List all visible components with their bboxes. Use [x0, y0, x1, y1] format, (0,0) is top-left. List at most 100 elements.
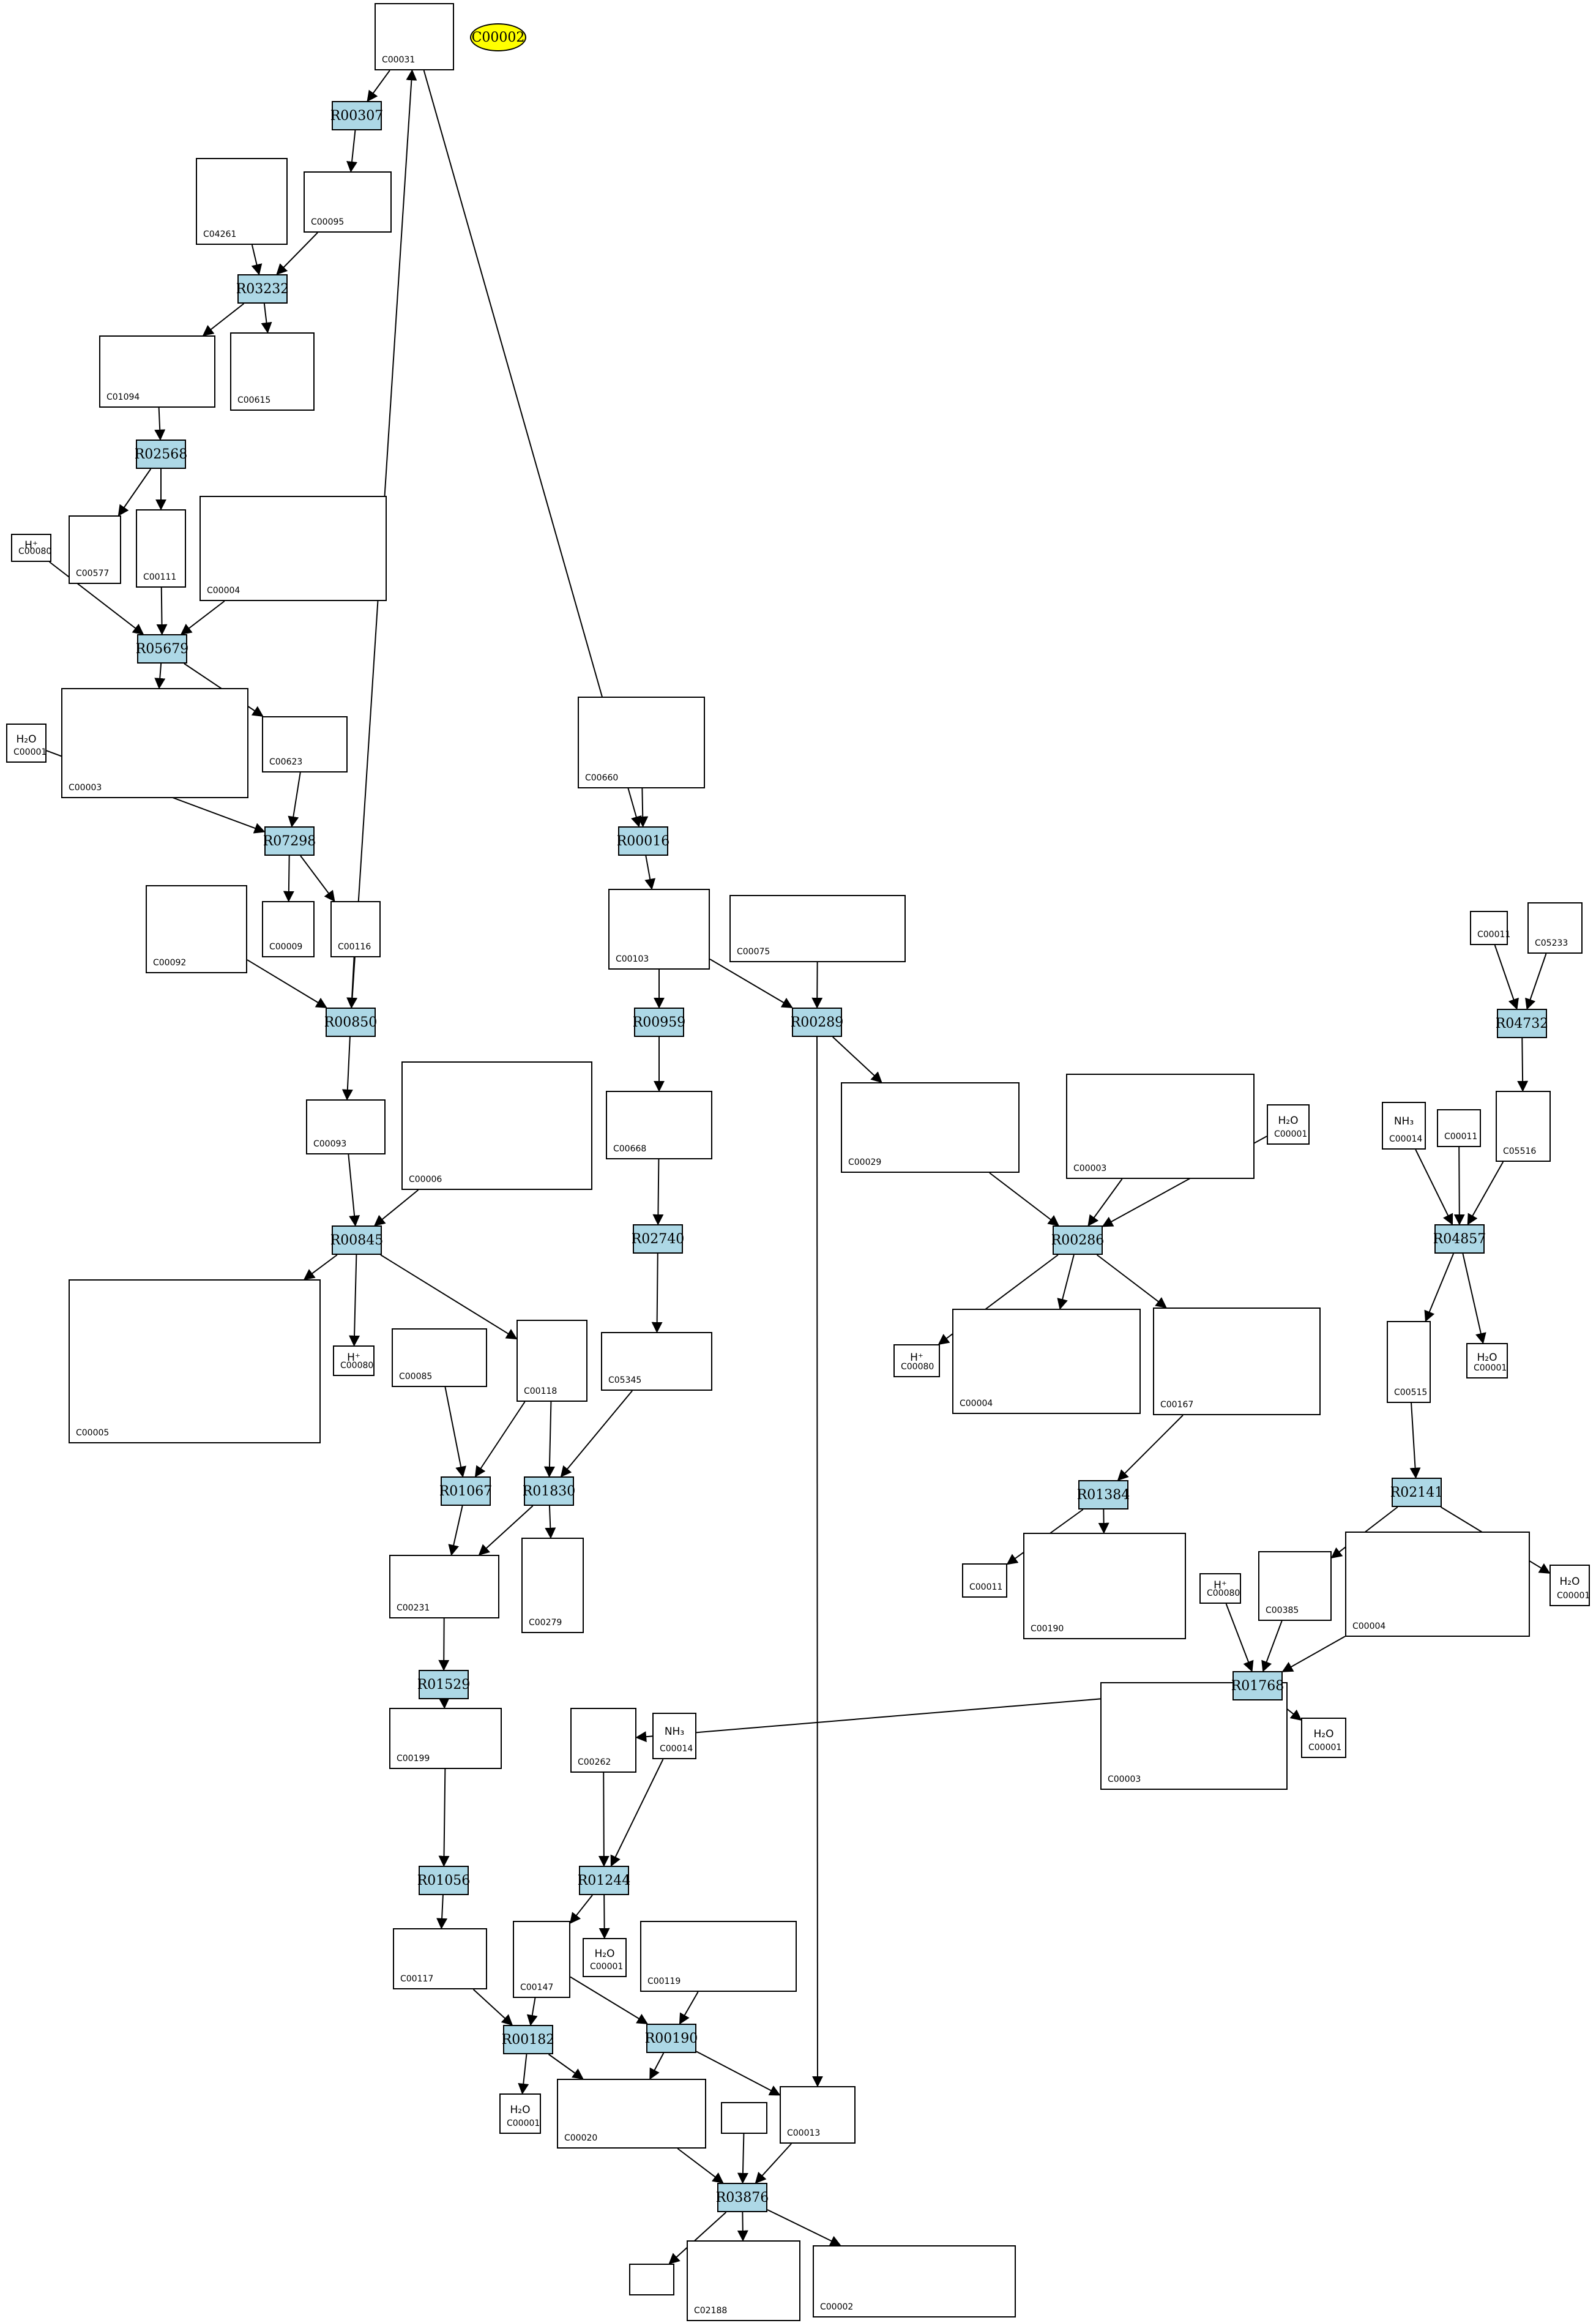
- reaction-edge: [474, 1401, 526, 1478]
- compound-node[interactable]: C05345: [601, 1332, 712, 1391]
- compound-node[interactable]: C00003: [1066, 1074, 1255, 1179]
- reaction-node[interactable]: R01830: [523, 1476, 575, 1506]
- compound-id-label: C00003: [69, 783, 102, 793]
- compound-node[interactable]: C00031: [375, 3, 454, 70]
- compound-node[interactable]: H⁺C00080: [893, 1344, 940, 1377]
- compound-node[interactable]: C00020: [557, 2079, 706, 2149]
- compound-node[interactable]: C00004: [200, 496, 387, 601]
- compound-node[interactable]: C00003: [61, 688, 248, 798]
- reaction-node[interactable]: R00190: [645, 2024, 698, 2053]
- compound-node[interactable]: C00515: [1387, 1321, 1431, 1403]
- compound-node[interactable]: C00262: [570, 1708, 636, 1773]
- compound-id-label: C00011: [1477, 930, 1511, 940]
- compound-node[interactable]: C00117: [393, 1928, 487, 1989]
- reaction-node[interactable]: R04732: [1496, 1009, 1548, 1038]
- compound-node[interactable]: C00190: [1023, 1533, 1186, 1639]
- compound-node[interactable]: C02188: [687, 2240, 800, 2321]
- compound-node[interactable]: C00092: [146, 885, 247, 973]
- reaction-node[interactable]: R01529: [417, 1670, 470, 1699]
- reaction-node[interactable]: R03232: [236, 274, 289, 304]
- compound-id-label: C00147: [520, 1983, 554, 1992]
- compound-node[interactable]: C05233: [1527, 902, 1583, 954]
- reaction-node[interactable]: R01056: [417, 1866, 470, 1895]
- compound-id-label: C00080: [1207, 1588, 1240, 1598]
- compound-node[interactable]: C00095: [304, 171, 392, 233]
- reaction-node[interactable]: R05679: [136, 634, 188, 664]
- compound-node[interactable]: C00011: [1470, 911, 1511, 945]
- compound-node[interactable]: H⁺C00080: [11, 534, 51, 562]
- compound-node[interactable]: C01094: [99, 335, 215, 408]
- compound-node[interactable]: C00577: [69, 515, 121, 584]
- reaction-node[interactable]: R02141: [1390, 1478, 1443, 1507]
- compound-id-label: C00118: [524, 1386, 557, 1396]
- compound-node[interactable]: C00660: [578, 697, 705, 788]
- reaction-node[interactable]: R00850: [324, 1008, 377, 1037]
- reaction-edge: [251, 244, 263, 275]
- reaction-node[interactable]: R04857: [1433, 1224, 1486, 1254]
- compound-node[interactable]: C00116: [330, 901, 381, 957]
- compound-formula: H₂O: [16, 733, 37, 746]
- reaction-node[interactable]: R00845: [330, 1225, 383, 1255]
- compound-node[interactable]: C00009: [262, 901, 315, 957]
- compound-node[interactable]: C00004: [1345, 1532, 1530, 1637]
- compound-node[interactable]: C00011: [1437, 1109, 1481, 1147]
- compound-node[interactable]: C00167: [1153, 1307, 1321, 1415]
- reaction-node[interactable]: R01067: [439, 1476, 492, 1506]
- compound-node[interactable]: C00004: [952, 1309, 1141, 1414]
- reaction-node[interactable]: R02568: [135, 440, 187, 469]
- reaction-node[interactable]: R00289: [791, 1008, 843, 1037]
- compound-node[interactable]: C00199: [389, 1708, 502, 1769]
- compound-node[interactable]: H⁺C00080: [333, 1345, 375, 1376]
- reaction-node[interactable]: R07298: [263, 826, 316, 856]
- compound-node[interactable]: C00231: [389, 1555, 499, 1618]
- compound-node[interactable]: C05516: [1496, 1091, 1551, 1162]
- compound-node[interactable]: C00005: [69, 1279, 321, 1443]
- compound-node[interactable]: C00111: [136, 509, 186, 588]
- compound-node[interactable]: C00093: [306, 1099, 386, 1154]
- reaction-node[interactable]: R03876: [716, 2183, 769, 2212]
- reaction-node[interactable]: R02740: [632, 1224, 684, 1254]
- compound-node[interactable]: C00029: [841, 1082, 1020, 1173]
- compound-node[interactable]: H⁺C00080: [1199, 1573, 1241, 1604]
- compound-node[interactable]: C00119: [640, 1921, 797, 1992]
- compound-node[interactable]: C00668: [606, 1091, 712, 1159]
- reaction-edge: [367, 70, 390, 102]
- compound-node[interactable]: C00002: [813, 2245, 1016, 2317]
- compound-node[interactable]: C00118: [516, 1320, 587, 1402]
- compound-node[interactable]: [721, 2102, 767, 2134]
- reaction-edge: [117, 468, 152, 517]
- compound-node[interactable]: C00147: [513, 1921, 570, 1998]
- compound-id-label: C00660: [585, 773, 619, 783]
- compound-node[interactable]: C00279: [521, 1538, 584, 1633]
- reaction-node[interactable]: R00016: [617, 826, 669, 856]
- reaction-node[interactable]: R00959: [633, 1008, 685, 1037]
- compound-node[interactable]: C00085: [392, 1328, 487, 1387]
- compound-node[interactable]: C00615: [230, 332, 315, 411]
- reaction-node[interactable]: R00182: [502, 2025, 554, 2054]
- compound-node[interactable]: C04261: [196, 158, 288, 245]
- compound-node[interactable]: [629, 2264, 674, 2295]
- reaction-node[interactable]: R00307: [330, 101, 383, 130]
- reaction-node[interactable]: R00286: [1051, 1225, 1104, 1255]
- compound-node[interactable]: C00006: [401, 1061, 592, 1190]
- reaction-node[interactable]: R01244: [578, 1866, 630, 1895]
- reaction-node[interactable]: R01384: [1077, 1480, 1130, 1509]
- compound-node[interactable]: C00013: [780, 2086, 856, 2144]
- compound-node[interactable]: C00075: [729, 895, 906, 962]
- compound-node[interactable]: C00385: [1258, 1551, 1332, 1621]
- compound-node[interactable]: C00623: [262, 716, 348, 772]
- compound-node[interactable]: C00011: [962, 1563, 1007, 1598]
- compound-node[interactable]: C00103: [608, 889, 710, 970]
- reaction-node[interactable]: R01768: [1231, 1671, 1284, 1700]
- reaction-edge: [755, 2143, 792, 2184]
- compound-node[interactable]: C00003: [1100, 1682, 1288, 1790]
